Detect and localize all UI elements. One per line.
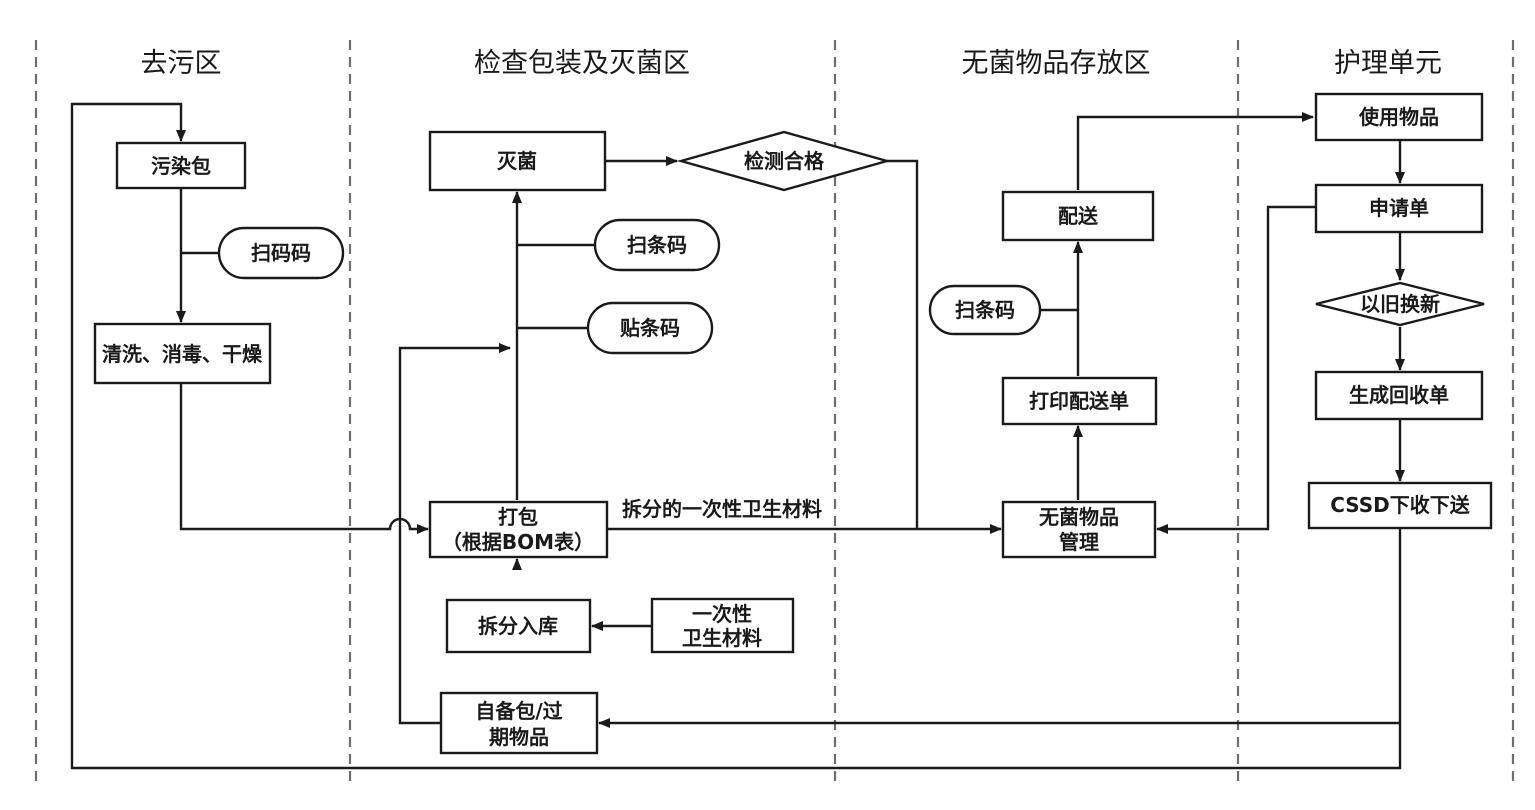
- node-sterilize: 灭菌: [428, 130, 607, 192]
- node-label: 清洗、消毒、干燥: [102, 342, 263, 366]
- node-label: 以旧换新: [1360, 292, 1440, 316]
- node-label: 配送: [1058, 204, 1099, 228]
- node-request-form: 申请单: [1314, 183, 1484, 234]
- node-label: 一次性: [692, 602, 752, 626]
- deliver-to-use-arrow: [1076, 112, 1314, 190]
- node-inspect-pass-decision: 检测合格: [676, 130, 892, 192]
- request-to-mgmt-arrow: [1156, 205, 1316, 534]
- node-wash-disinfect-dry: 清洗、消毒、干燥: [93, 322, 272, 385]
- node-label: 期物品: [489, 725, 549, 749]
- node-label: 拆分入库: [478, 614, 558, 638]
- node-label: 管理: [1059, 530, 1099, 554]
- zone-title-packing-sterilization: 检查包装及灭菌区: [474, 48, 690, 79]
- zone-title-sterile-storage: 无菌物品存放区: [962, 48, 1151, 79]
- node-sterile-items-management: 无菌物品 管理: [1001, 500, 1157, 559]
- zone-title-nursing-unit: 护理单元: [1334, 48, 1442, 79]
- node-contaminated-pack: 污染包: [115, 141, 247, 190]
- selfpack-to-pack-arrow: [398, 343, 511, 725]
- edge-label-split-disposable: 拆分的一次性卫生材料: [622, 497, 822, 521]
- node-scan-barcode-2: 扫条码: [593, 218, 721, 272]
- node-use-items: 使用物品: [1314, 92, 1484, 142]
- node-exchange-old-for-new-decision: 以旧换新: [1315, 281, 1485, 327]
- node-label: 灭菌: [497, 149, 537, 173]
- wash-to-pack-arrow: [179, 383, 429, 534]
- return-loop-arrow: [70, 102, 1402, 770]
- inspect-down-line: [887, 159, 919, 529]
- node-deliver: 配送: [1001, 190, 1155, 242]
- node-label: 扫条码: [955, 298, 1015, 322]
- node-label: 扫条码: [627, 233, 687, 257]
- node-stick-barcode: 贴条码: [586, 301, 714, 355]
- node-disposable-materials: 一次性 卫生材料: [650, 597, 795, 654]
- node-label: 打包: [498, 505, 538, 529]
- node-label: 检测合格: [744, 149, 825, 173]
- node-label: 使用物品: [1358, 105, 1439, 129]
- node-generate-recycle-form: 生成回收单: [1314, 370, 1484, 421]
- node-label: 扫码码: [251, 241, 311, 265]
- node-label: 污染包: [151, 154, 211, 178]
- node-pack-by-bom: 打包 （根据BOM表）: [428, 500, 609, 559]
- node-label: 自备包/过: [475, 699, 562, 723]
- node-label: 贴条码: [620, 316, 680, 340]
- node-label: 打印配送单: [1029, 389, 1129, 413]
- node-label: CSSD下收下送: [1330, 493, 1471, 517]
- connectors: [70, 102, 1405, 770]
- node-scan-barcode-3: 扫条码: [928, 284, 1042, 336]
- node-label: （根据BOM表）: [442, 530, 594, 554]
- node-label: 生成回收单: [1349, 383, 1449, 407]
- zone-title-decontamination: 去污区: [141, 48, 222, 79]
- node-label: 申请单: [1369, 196, 1429, 220]
- node-print-delivery-form: 打印配送单: [1001, 376, 1158, 426]
- node-scan-barcode-1: 扫码码: [217, 226, 345, 280]
- node-cssd-collect-deliver: CSSD下收下送: [1307, 481, 1493, 530]
- node-split-into-storage: 拆分入库: [445, 598, 592, 654]
- node-label: 无菌物品: [1039, 505, 1119, 529]
- node-label: 卫生材料: [682, 626, 762, 650]
- node-self-pack-expired: 自备包/过 期物品: [439, 691, 599, 755]
